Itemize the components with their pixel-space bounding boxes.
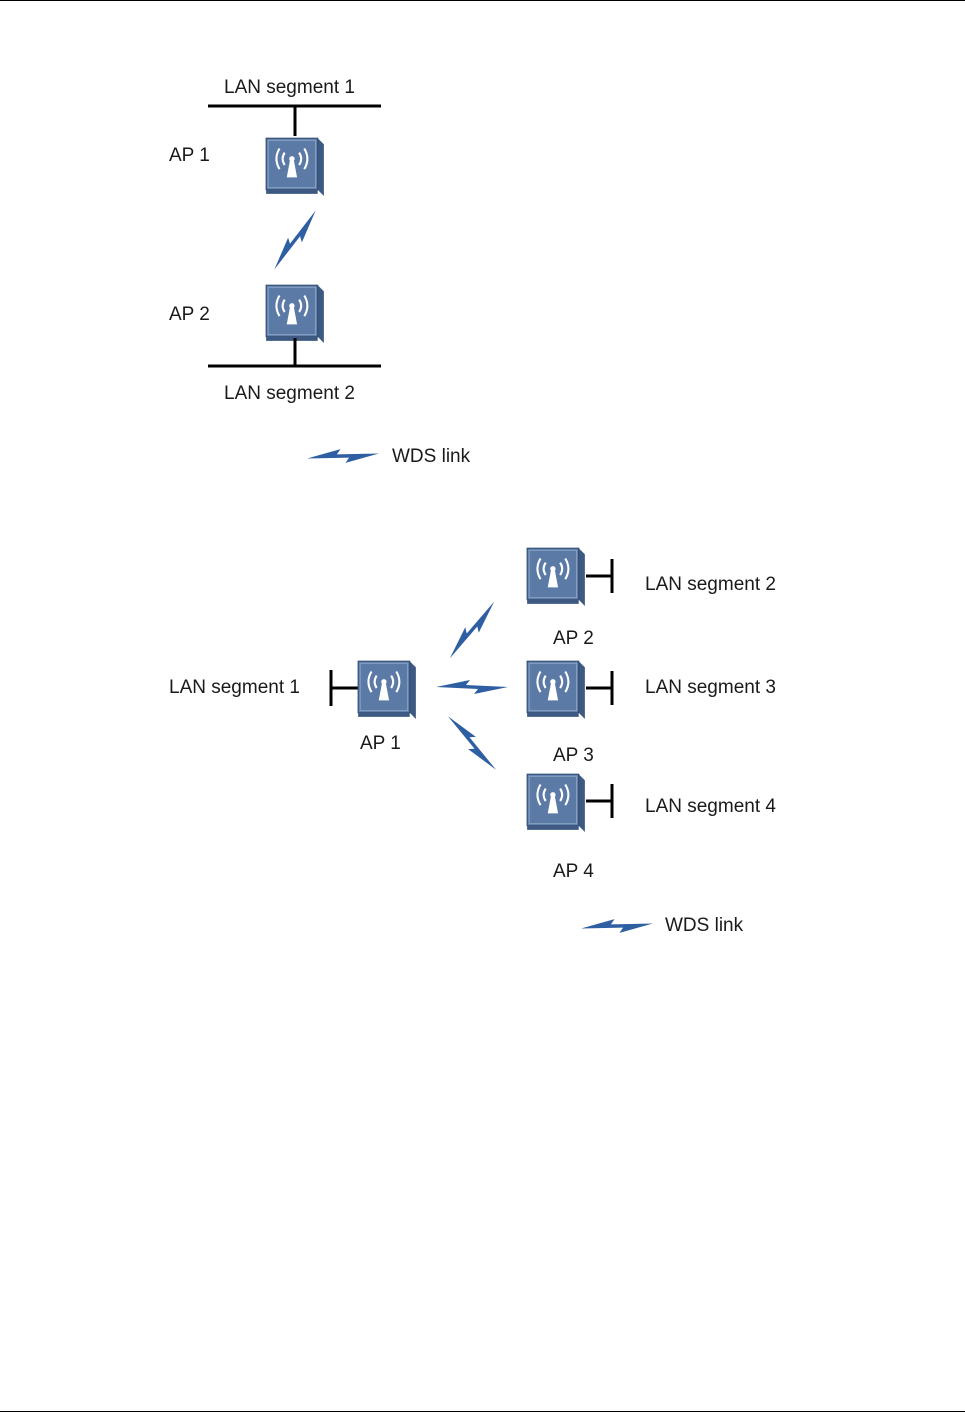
lan-segment-1-label: LAN segment 1 bbox=[224, 77, 355, 98]
lightning-link-icon bbox=[436, 680, 508, 694]
lightning-link-icon bbox=[307, 447, 380, 466]
diagram-top: LAN segment 1 AP 1 AP 2 LAN segment 2 WD… bbox=[169, 77, 471, 467]
access-point-icon bbox=[266, 138, 324, 196]
ap3-label: AP 3 bbox=[553, 745, 594, 766]
lightning-link-icon bbox=[443, 712, 502, 775]
legend-label: WDS link bbox=[392, 446, 471, 467]
lightning-link-icon bbox=[269, 206, 322, 273]
access-point-icon bbox=[266, 285, 324, 343]
access-point-icon bbox=[527, 548, 585, 606]
access-point-icon bbox=[527, 661, 585, 719]
ap4-label: AP 4 bbox=[553, 861, 594, 882]
lan-segment-1-label: LAN segment 1 bbox=[169, 677, 300, 698]
ap2-label: AP 2 bbox=[553, 628, 594, 649]
lan-segment-2-label: LAN segment 2 bbox=[645, 574, 776, 595]
diagram-bottom: LAN segment 1 AP 1 LAN segment 2 AP 2 LA… bbox=[169, 548, 776, 936]
access-point-icon bbox=[527, 774, 585, 832]
lan-segment-4-label: LAN segment 4 bbox=[645, 796, 776, 817]
lightning-link-icon bbox=[581, 917, 654, 936]
ap1-label: AP 1 bbox=[360, 733, 401, 754]
lan-segment-3-label: LAN segment 3 bbox=[645, 677, 776, 698]
ap2-label: AP 2 bbox=[169, 304, 210, 325]
legend-label: WDS link bbox=[665, 915, 744, 936]
lan-segment-2-label: LAN segment 2 bbox=[224, 383, 355, 404]
lightning-link-icon bbox=[444, 597, 499, 662]
ap1-label: AP 1 bbox=[169, 145, 210, 166]
access-point-icon bbox=[358, 661, 416, 719]
